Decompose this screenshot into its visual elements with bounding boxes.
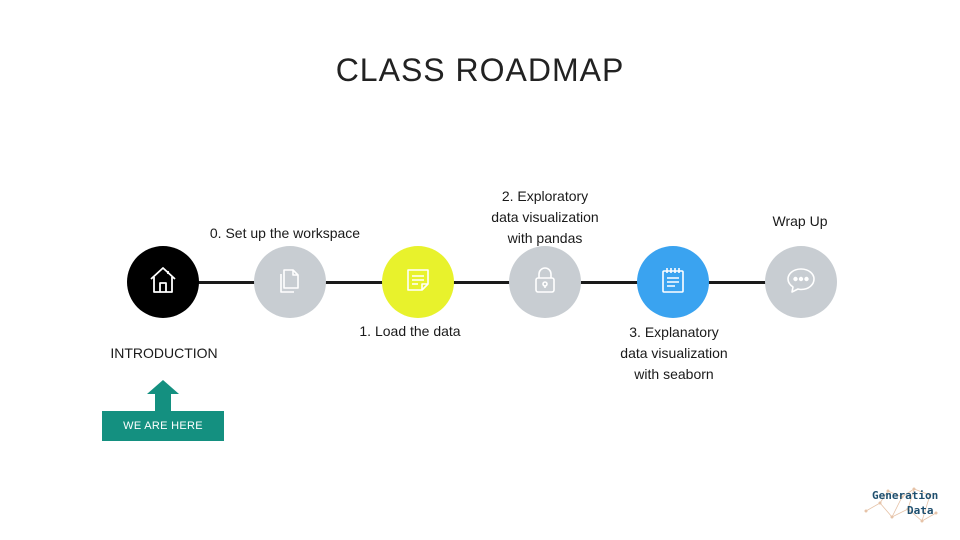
logo-text-line1: Generation <box>872 489 939 502</box>
step-exploratory-node[interactable] <box>509 246 581 318</box>
marker-arrow-stem <box>155 393 171 413</box>
step-explanatory-label: 3. Explanatory data visualization with s… <box>620 324 728 382</box>
lock-icon <box>528 263 562 302</box>
generation-data-logo: Generation Data <box>862 483 942 527</box>
step-introduction-label: INTRODUCTION <box>110 345 218 361</box>
marker-arrow-icon <box>147 380 179 394</box>
page-title: CLASS ROADMAP <box>335 52 625 88</box>
step-load-data-label: 1. Load the data <box>359 323 461 339</box>
step-load-data-node[interactable] <box>382 246 454 318</box>
roadmap-line <box>163 281 803 284</box>
step-exploratory-label: 2. Exploratory data visualization with p… <box>491 188 599 246</box>
we-are-here-badge: WE ARE HERE <box>102 411 224 441</box>
step-wrap-up-label: Wrap Up <box>772 213 828 229</box>
chat-bubble-icon <box>784 263 818 302</box>
step-wrap-up-node[interactable] <box>765 246 837 318</box>
note-icon <box>401 263 435 302</box>
logo-text-line2: Data <box>907 504 934 517</box>
notepad-icon <box>656 263 690 302</box>
home-icon <box>146 263 180 302</box>
step-setup-node[interactable] <box>254 246 326 318</box>
step-explanatory-node[interactable] <box>637 246 709 318</box>
copy-files-icon <box>273 263 307 302</box>
step-setup-label: 0. Set up the workspace <box>209 225 361 241</box>
step-introduction-node[interactable] <box>127 246 199 318</box>
logo-network-icon <box>864 487 938 523</box>
